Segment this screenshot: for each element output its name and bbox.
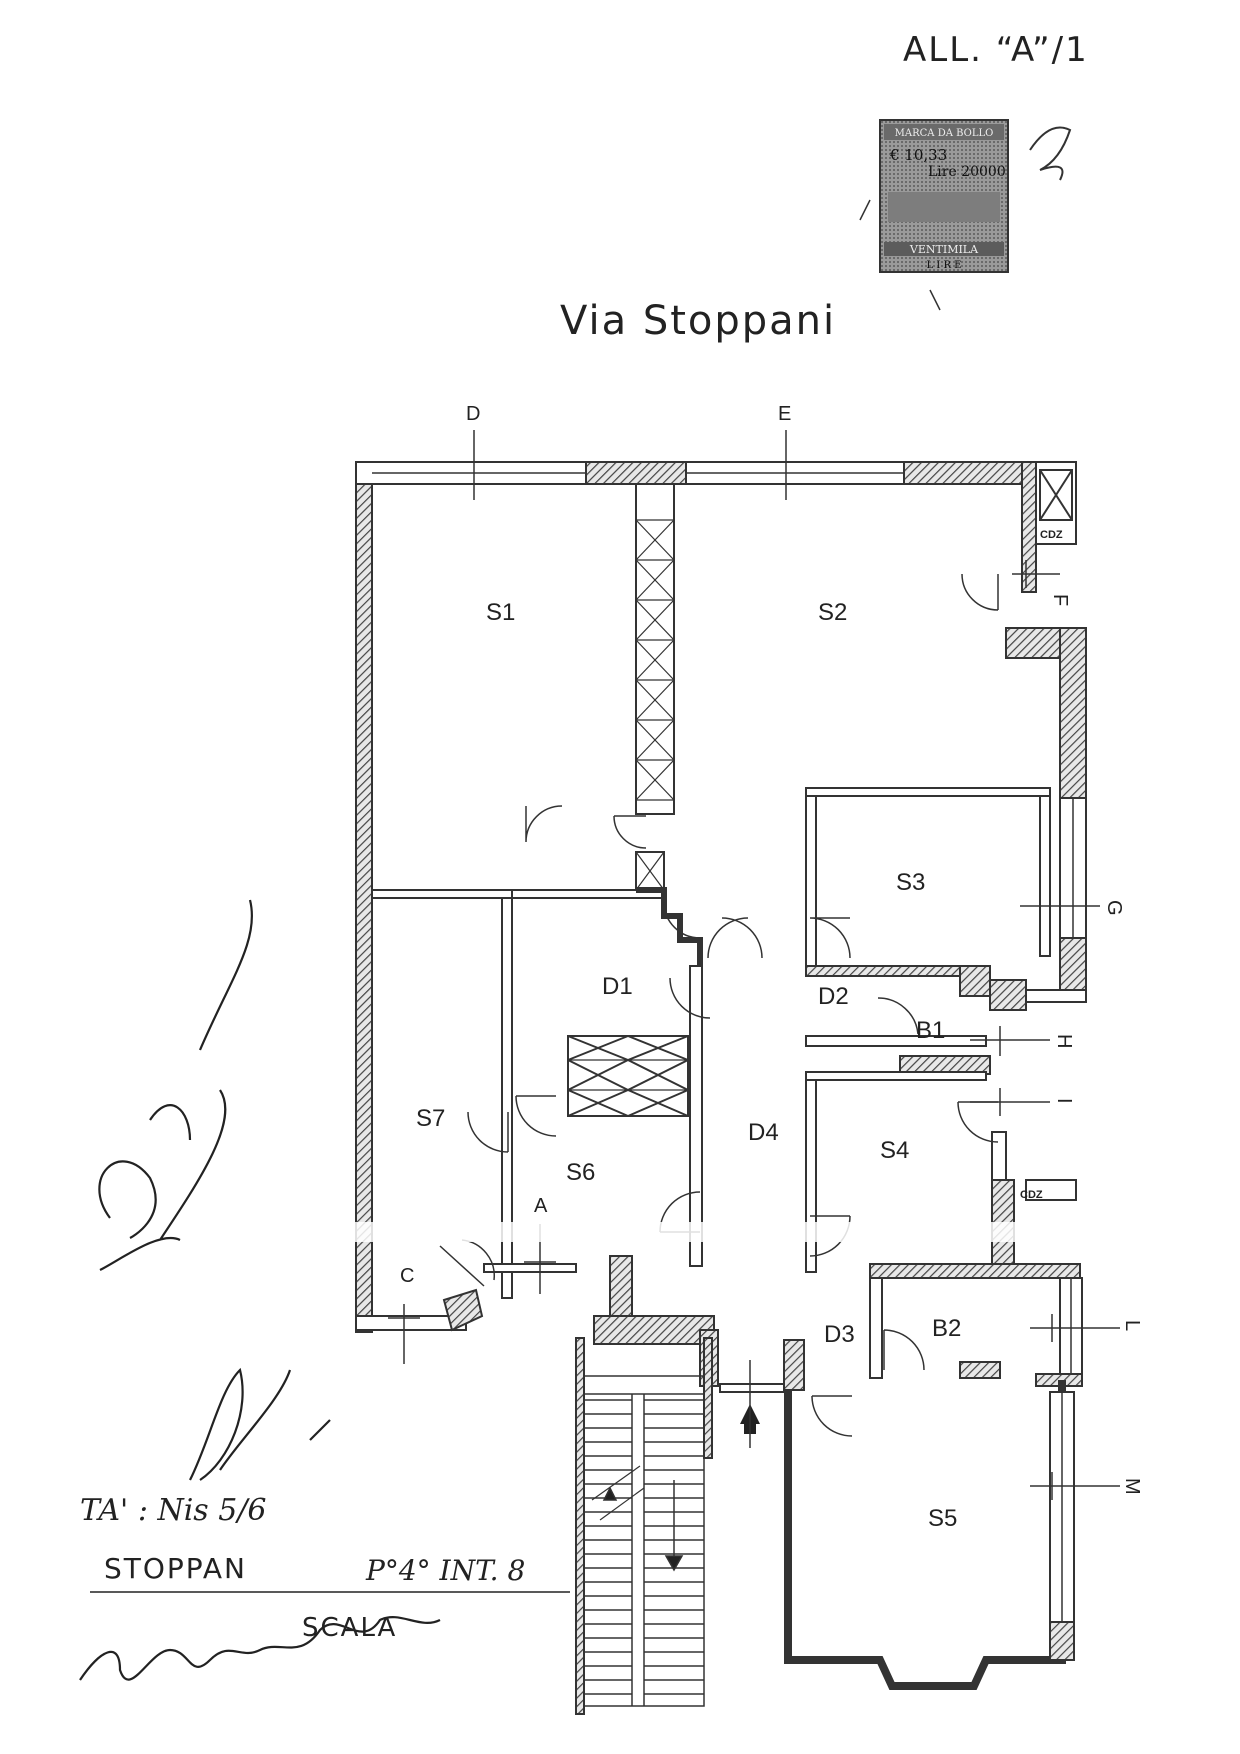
walls: [355, 461, 1087, 1715]
section-mark-e: E: [778, 403, 791, 425]
handwritten-line-2: STOPPAN: [104, 1552, 247, 1585]
cdz-label-top: CDZ: [1040, 529, 1063, 541]
stamp-lire-text: Lire 20000: [928, 164, 1006, 180]
cdz-label-bottom: CDZ: [1020, 1189, 1043, 1201]
section-mark-g: G: [1103, 900, 1125, 916]
signature-bottom: [79, 1616, 441, 1681]
cdz-labels: CDZ CDZ: [1020, 529, 1063, 1201]
room-label-b2: B2: [932, 1315, 961, 1342]
room-label-s2: S2: [818, 599, 847, 626]
section-mark-c: C: [400, 1265, 414, 1287]
room-labels: S1 S2 S3 S4 S5 S6 S7 D1 D2 D3 D4 B1 B2: [416, 599, 961, 1532]
room-label-s6: S6: [566, 1159, 595, 1186]
signature-marks: [79, 899, 441, 1681]
scan-artifact: [340, 1222, 1100, 1242]
room-label-s3: S3: [896, 869, 925, 896]
signature-vertical: [98, 899, 254, 1271]
room-label-s4: S4: [880, 1137, 909, 1164]
handwritten-notes: TA' : Nis 5/6 STOPPAN P°4° INT. 8 SCALA: [80, 1493, 570, 1643]
section-mark-l: L: [1121, 1320, 1143, 1331]
section-mark-d: D: [466, 403, 480, 425]
room-label-s1: S1: [486, 599, 515, 626]
room-label-d4: D4: [748, 1119, 779, 1146]
handwritten-line-3: P°4° INT. 8: [365, 1554, 525, 1587]
section-mark-f: F: [1049, 594, 1071, 606]
room-label-b1: B1: [916, 1017, 945, 1044]
section-lines: [388, 430, 1120, 1500]
handwritten-line-1: TA' : Nis 5/6: [80, 1493, 267, 1528]
room-label-d1: D1: [602, 973, 633, 1000]
room-label-d2: D2: [818, 983, 849, 1010]
room-label-s7: S7: [416, 1105, 445, 1132]
annex-reference: ALL. “A”/1: [903, 30, 1089, 70]
stamp-euro-text: € 10,33: [889, 146, 947, 164]
section-mark-h: H: [1053, 1034, 1075, 1048]
signature-initials: [189, 1367, 331, 1481]
stamp-bottom2-text: L I R E: [927, 260, 962, 271]
entrance-arrow: [740, 1360, 760, 1448]
staircase: [583, 1375, 705, 1707]
street-label: Via Stoppani: [560, 298, 837, 344]
section-mark-labels: A C D E F G H I L M: [400, 403, 1143, 1495]
doors: [439, 573, 999, 1437]
room-label-d3: D3: [824, 1321, 855, 1348]
section-mark-a: A: [534, 1195, 548, 1217]
revenue-stamp: MARCA DA BOLLO € 10,33 Lire 20000 VENTIM…: [859, 119, 1072, 311]
stamp-top-text: MARCA DA BOLLO: [895, 128, 994, 139]
room-label-s5: S5: [928, 1505, 957, 1532]
section-mark-i: I: [1053, 1098, 1075, 1104]
section-mark-m: M: [1121, 1478, 1143, 1495]
stamp-initials-scribble: [1029, 126, 1072, 181]
stamp-bottom-text: VENTIMILA: [909, 243, 979, 256]
